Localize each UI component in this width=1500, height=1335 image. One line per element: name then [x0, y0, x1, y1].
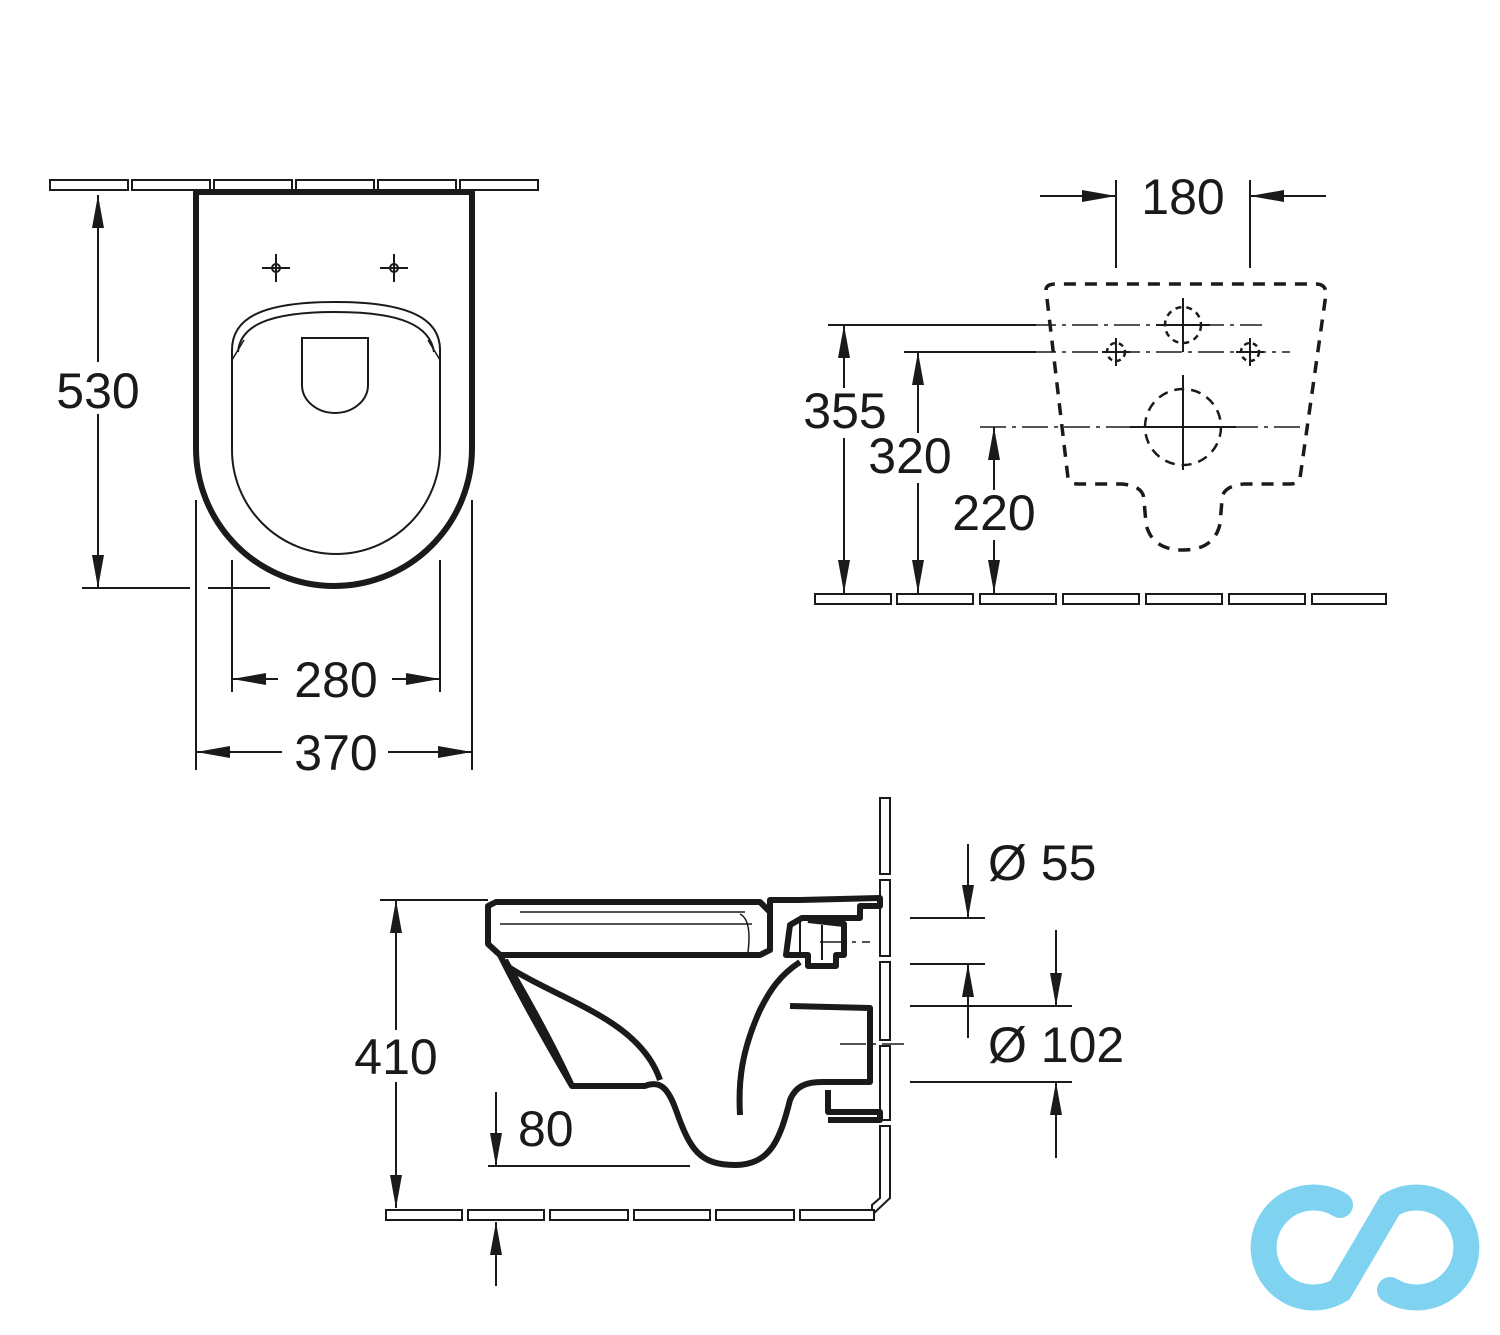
dimension-102: Ø 102 [988, 930, 1124, 1158]
dimension-80-label: 80 [518, 1101, 574, 1157]
dimension-370-label: 370 [294, 725, 377, 781]
dimension-370: 370 [195, 500, 473, 781]
seat-profile [485, 899, 773, 958]
outlet-stub [825, 1090, 883, 1123]
fixing-hole-right-icon [380, 254, 408, 282]
dimension-355-label: 355 [803, 383, 886, 439]
trapway-curve [508, 959, 802, 1116]
bowl-outline [193, 189, 475, 589]
seat-outline [231, 300, 441, 555]
dimension-410: 410 [350, 899, 488, 1208]
upper-bolt-hole-icon [1156, 298, 1210, 352]
seat-inner-outline [237, 310, 435, 353]
top-view: 530 280 370 [49, 179, 539, 781]
mounting-floor-strip [814, 593, 1387, 605]
right-fixing-hole-icon [1236, 338, 1264, 366]
top-wall-strip [49, 179, 539, 191]
dimension-410-label: 410 [354, 1029, 437, 1085]
side-view: Ø 55 Ø 102 410 80 [350, 797, 1124, 1286]
dimension-280: 280 [231, 560, 441, 708]
seat-rim-line [231, 339, 441, 361]
left-fixing-hole-icon [1102, 338, 1130, 366]
outlet-hole-icon [1130, 375, 1236, 470]
lid-grip [301, 337, 369, 414]
dimension-220-label: 220 [952, 485, 1035, 541]
dimension-530-label: 530 [56, 363, 139, 419]
dimension-220: 220 [950, 427, 1038, 593]
dimension-530: 530 [50, 195, 270, 589]
fixing-hole-left-icon [262, 254, 290, 282]
dimension-55: Ø 55 [962, 835, 1096, 1038]
side-floor-strip [385, 1209, 875, 1221]
dimension-320-label: 320 [868, 428, 951, 484]
dimension-180-label: 180 [1141, 169, 1224, 225]
back-outline-dashed [1044, 282, 1328, 552]
dimension-102-label: Ø 102 [988, 1017, 1124, 1073]
dimension-280-label: 280 [294, 652, 377, 708]
dimension-55-label: Ø 55 [988, 835, 1096, 891]
mounting-view: 180 355 320 220 [800, 169, 1387, 605]
dimension-320: 320 [866, 351, 1036, 593]
dimension-180: 180 [1040, 169, 1326, 225]
infinity-logo-icon [1250, 1184, 1480, 1311]
dimension-355: 355 [800, 324, 1036, 593]
rear-connection [767, 895, 883, 969]
side-wall-strip [871, 797, 891, 1218]
dimension-80: 80 [488, 1092, 690, 1286]
